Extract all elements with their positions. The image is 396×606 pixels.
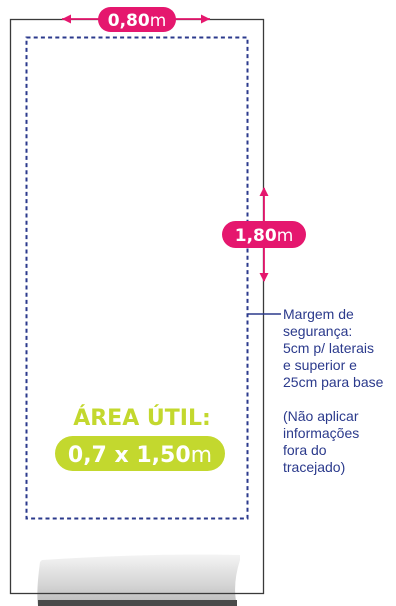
margin-note: Margem de segurança: 5cm p/ laterais e s… xyxy=(283,306,395,476)
height-dimension: 1,80m xyxy=(222,187,306,282)
safety-margin-dashed xyxy=(25,36,249,520)
note-line: tracejado) xyxy=(283,459,346,475)
banner-outline xyxy=(9,18,265,595)
stand-foot xyxy=(38,600,237,606)
note-line: informações xyxy=(283,425,360,441)
height-unit: m xyxy=(277,226,294,246)
note-line: Margem de xyxy=(283,306,354,322)
note-line: fora do xyxy=(283,442,327,458)
note-line: (Não aplicar xyxy=(283,408,359,424)
note-line: e superior e xyxy=(283,357,357,373)
useful-area-value: 0,7 x 1,50m xyxy=(68,443,212,468)
height-value: 1,80 xyxy=(235,226,277,246)
width-badge xyxy=(98,7,176,32)
stand-base xyxy=(37,554,241,606)
note-line: 25cm para base xyxy=(283,374,384,390)
useful-area-unit: m xyxy=(191,443,212,468)
height-badge xyxy=(222,221,306,248)
width-dimension: 0,80m xyxy=(62,7,210,32)
useful-area-badge xyxy=(55,436,225,471)
width-unit: m xyxy=(150,11,167,31)
height-label: 1,80m xyxy=(235,226,294,246)
width-value: 0,80 xyxy=(108,11,150,31)
note-line: 5cm p/ laterais xyxy=(283,340,375,356)
useful-area-dimensions: 0,7 x 1,50 xyxy=(68,443,191,468)
width-label: 0,80m xyxy=(108,11,167,31)
useful-area-title: ÁREA ÚTIL: xyxy=(73,405,211,431)
useful-area: ÁREA ÚTIL: 0,7 x 1,50m xyxy=(55,405,225,471)
note-line: segurança: xyxy=(283,323,353,339)
